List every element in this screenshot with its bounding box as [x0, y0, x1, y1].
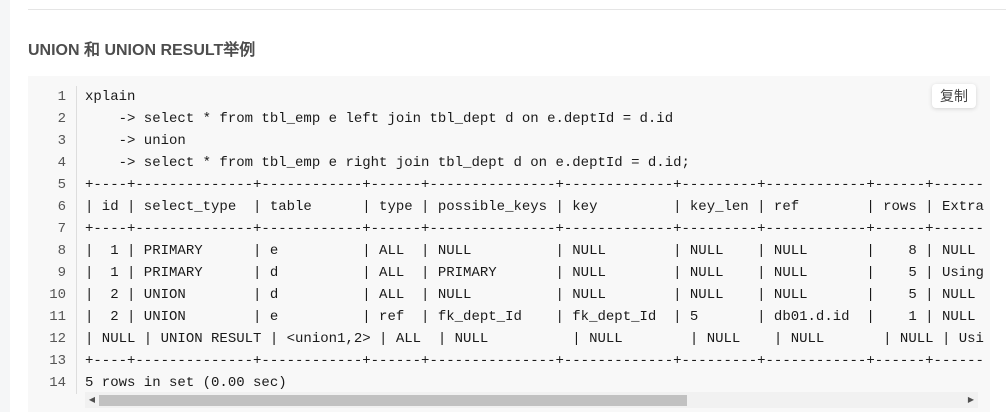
copy-button[interactable]: 复制	[932, 84, 976, 108]
horizontal-scrollbar[interactable]: ◀ ▶	[85, 392, 978, 408]
code-line: -> select * from tbl_emp e right join tb…	[85, 155, 690, 171]
code-line: xplain	[85, 89, 136, 105]
line-number: 1	[57, 89, 66, 105]
code-line: +----+--------------+------------+------…	[85, 177, 985, 193]
line-number: 9	[57, 265, 66, 281]
left-strip	[0, 0, 10, 412]
scrollbar-thumb[interactable]	[99, 395, 688, 406]
code-line: +----+--------------+------------+------…	[85, 353, 985, 369]
section-heading: UNION 和 UNION RESULT举例	[28, 42, 256, 59]
line-number: 5	[57, 177, 66, 193]
scroll-right-arrow-icon[interactable]: ▶	[967, 395, 975, 404]
code-line: -> select * from tbl_emp e left join tbl…	[85, 111, 674, 127]
line-number: 3	[57, 133, 66, 149]
code-line: | 2 | UNION | d | ALL | NULL | NULL | NU…	[85, 287, 976, 303]
code-line: | 1 | PRIMARY | e | ALL | NULL | NULL | …	[85, 243, 976, 259]
line-number: 8	[57, 243, 66, 259]
line-number: 10	[49, 287, 66, 303]
line-number: 4	[57, 155, 66, 171]
code-line: | id | select_type | table | type | poss…	[85, 199, 984, 215]
line-number: 14	[49, 375, 66, 391]
code-lines[interactable]: xplain -> select * from tbl_emp e left j…	[85, 86, 985, 394]
code-line: | NULL | UNION RESULT | <union1,2> | ALL…	[85, 331, 985, 347]
line-number: 11	[49, 309, 66, 325]
code-line: | 2 | UNION | e | ref | fk_dept_Id | fk_…	[85, 309, 976, 325]
code-line: 5 rows in set (0.00 sec)	[85, 375, 287, 391]
line-number: 6	[57, 199, 66, 215]
divider	[28, 9, 1006, 10]
code-line: -> union	[85, 133, 186, 149]
code-line: | 1 | PRIMARY | d | ALL | PRIMARY | NULL…	[85, 265, 984, 281]
line-number: 2	[57, 111, 66, 127]
line-number: 13	[49, 353, 66, 369]
line-number: 7	[57, 221, 66, 237]
code-line: +----+--------------+------------+------…	[85, 221, 985, 237]
line-number: 12	[49, 331, 66, 347]
scroll-left-arrow-icon[interactable]: ◀	[88, 395, 96, 404]
